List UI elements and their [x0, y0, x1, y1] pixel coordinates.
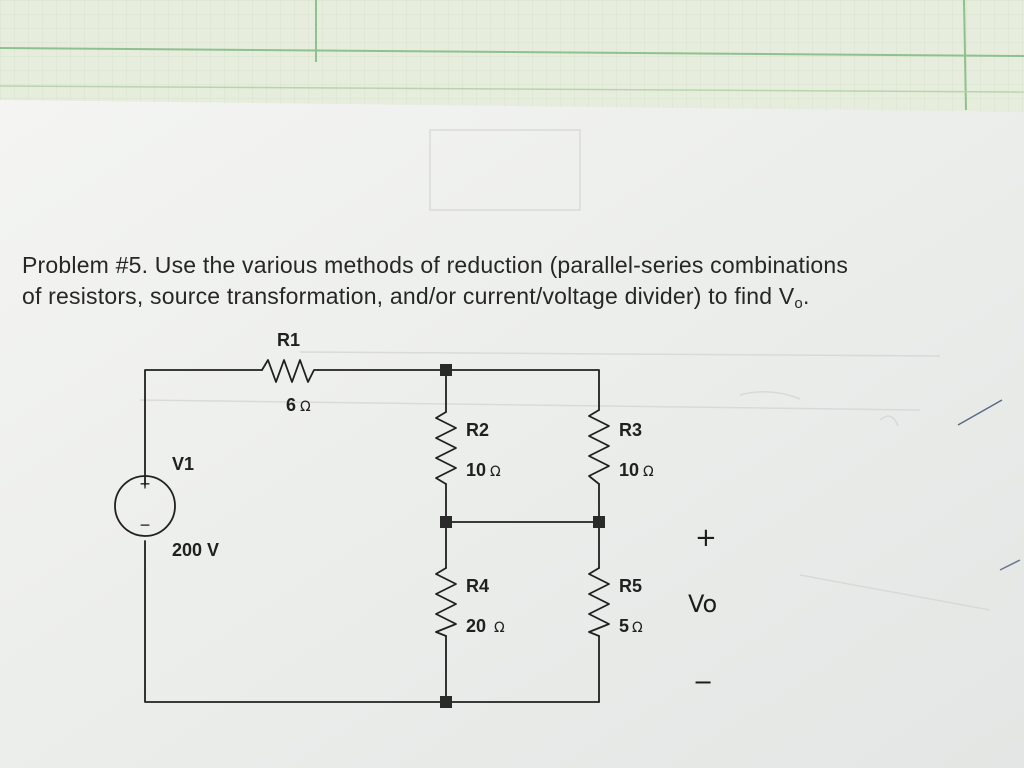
problem-line-1: Problem #5. Use the various methods of r…: [22, 252, 849, 278]
r4-resistor-symbol: [435, 567, 457, 637]
vo-plus-sign: +: [695, 523, 717, 553]
wire-top-mid: [317, 369, 600, 411]
r5-label: R5: [619, 576, 642, 596]
r2-value: 10: [466, 460, 486, 480]
bleed-through-marks: [139, 129, 991, 611]
r3-value: 10: [619, 460, 639, 480]
r3-label: R3: [619, 420, 642, 440]
r1-label: R1: [277, 330, 300, 350]
r3-unit: Ω: [643, 464, 654, 480]
pencil-mark: [957, 399, 1003, 426]
r1-resistor-symbol: [261, 359, 319, 383]
v1-label: V1: [172, 454, 194, 474]
v1-source-symbol: [114, 475, 176, 537]
node-dot: [440, 364, 452, 376]
vo-minus-sign: −: [693, 668, 713, 696]
problem-line-2-text: of resistors, source transformation, and…: [22, 283, 795, 309]
r5-value: 5: [619, 616, 629, 636]
wire-top-left: [144, 369, 263, 486]
r1-value: 6: [286, 395, 296, 415]
node-dot: [440, 696, 452, 708]
wire-bottom: [144, 540, 600, 703]
v1-value: 200 V: [172, 540, 219, 560]
node-dot: [593, 516, 605, 528]
grid-line: [0, 47, 1024, 57]
r4-label: R4: [466, 576, 489, 596]
r2-resistor-symbol: [435, 411, 457, 485]
node-dot: [440, 516, 452, 528]
v1-minus-sign: −: [140, 515, 151, 535]
problem-statement: Problem #5. Use the various methods of r…: [22, 250, 1002, 312]
r4-value: 20: [466, 616, 486, 636]
problem-line-2: of resistors, source transformation, and…: [22, 281, 1002, 312]
v1-plus-sign: +: [140, 474, 151, 494]
r4-unit: Ω: [494, 620, 505, 636]
r1-unit: Ω: [300, 399, 311, 415]
grid-line: [0, 85, 1024, 93]
vo-subscript: o: [794, 295, 803, 312]
r3-resistor-symbol: [588, 409, 610, 485]
r5-resistor-symbol: [588, 567, 610, 637]
vo-label: Vo: [688, 590, 717, 618]
r2-label: R2: [466, 420, 489, 440]
pencil-mark: [999, 559, 1021, 571]
problem-line-2-period: .: [802, 283, 810, 309]
paper-sheet: [0, 100, 1024, 768]
r2-unit: Ω: [490, 464, 501, 480]
r5-unit: Ω: [632, 620, 643, 636]
